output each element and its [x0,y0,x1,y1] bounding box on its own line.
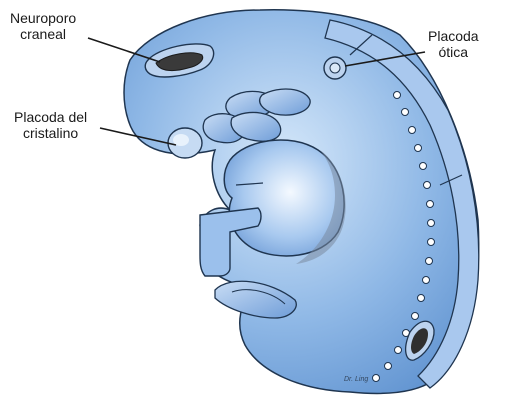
otic-placode-inner [330,63,340,73]
artist-signature: Dr. Ling [344,372,368,388]
label-placoda-otica: Placoda ótica [428,28,479,60]
label-placoda-cristalino: Placoda del cristalino [14,109,87,141]
label-neuroporo-craneal: Neuroporo craneal [10,10,76,42]
